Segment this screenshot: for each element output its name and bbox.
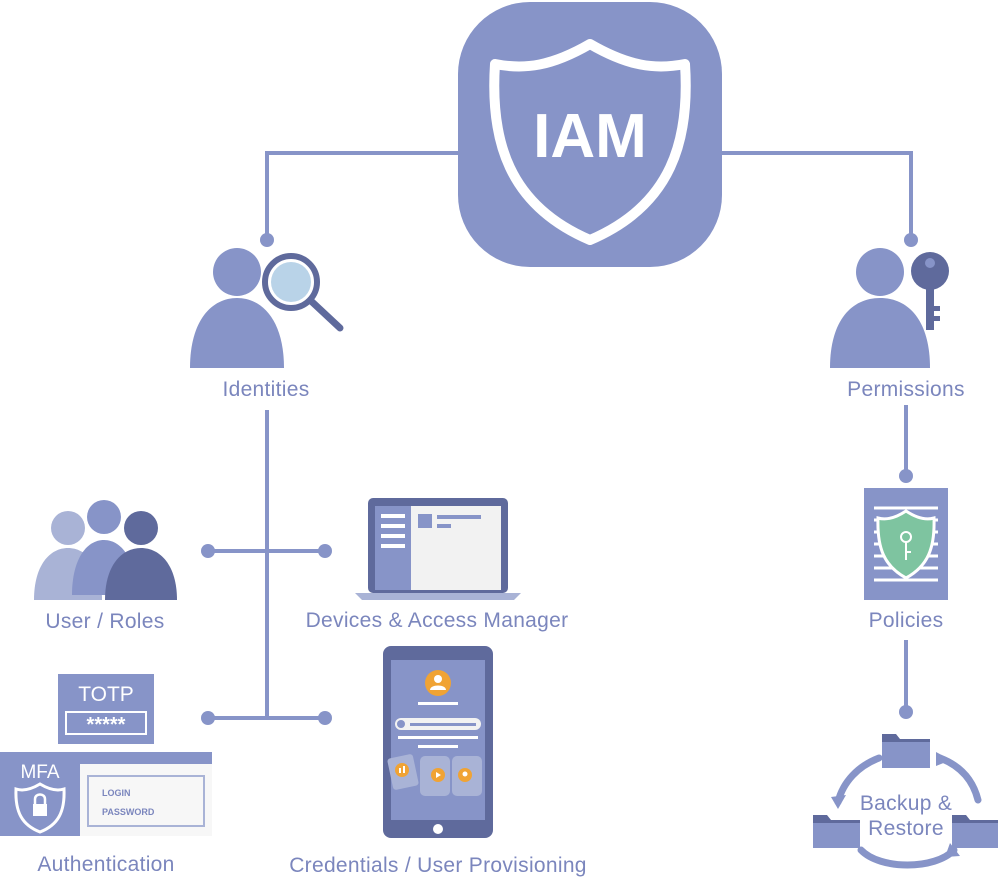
hub-title: IAM (533, 102, 647, 171)
phone-icon (383, 646, 493, 838)
totp-card: TOTP ***** (58, 674, 154, 744)
identities-label: Identities (222, 378, 309, 401)
connectors (208, 151, 913, 720)
folder-icon (882, 734, 930, 768)
login-label: LOGIN (102, 788, 131, 798)
laptop-icon (355, 498, 521, 600)
users-roles-label: User / Roles (45, 610, 164, 633)
backup-restore-cycle (813, 734, 998, 869)
lock-shield-icon (14, 782, 66, 834)
devices-label: Devices & Access Manager (306, 609, 569, 632)
policies-icon (864, 488, 948, 600)
mfa-label: MFA (20, 762, 59, 783)
permissions-icon (830, 248, 949, 368)
folder-icon (952, 815, 998, 848)
mfa-card: MFA LOGIN PASSWORD (0, 752, 212, 836)
backup-label-line2: Restore (868, 817, 944, 840)
hub-to-identities-line (265, 151, 458, 240)
shield-icon (489, 39, 691, 245)
users-roles-icon (34, 500, 177, 600)
password-label: PASSWORD (102, 807, 155, 817)
folder-icon (813, 815, 860, 848)
policies-label: Policies (869, 609, 944, 632)
totp-label: TOTP (78, 683, 134, 706)
hub-to-permissions-line (722, 151, 913, 240)
totp-code: ***** (87, 714, 126, 736)
connector-dots (201, 233, 918, 725)
authentication-label: Authentication (37, 853, 174, 876)
iam-hub: IAM (458, 2, 722, 267)
permissions-label: Permissions (847, 378, 965, 401)
backup-label-line1: Backup & (860, 792, 952, 815)
identities-icon (190, 248, 344, 368)
key-icon (911, 252, 949, 330)
credentials-label: Credentials / User Provisioning (289, 854, 587, 877)
